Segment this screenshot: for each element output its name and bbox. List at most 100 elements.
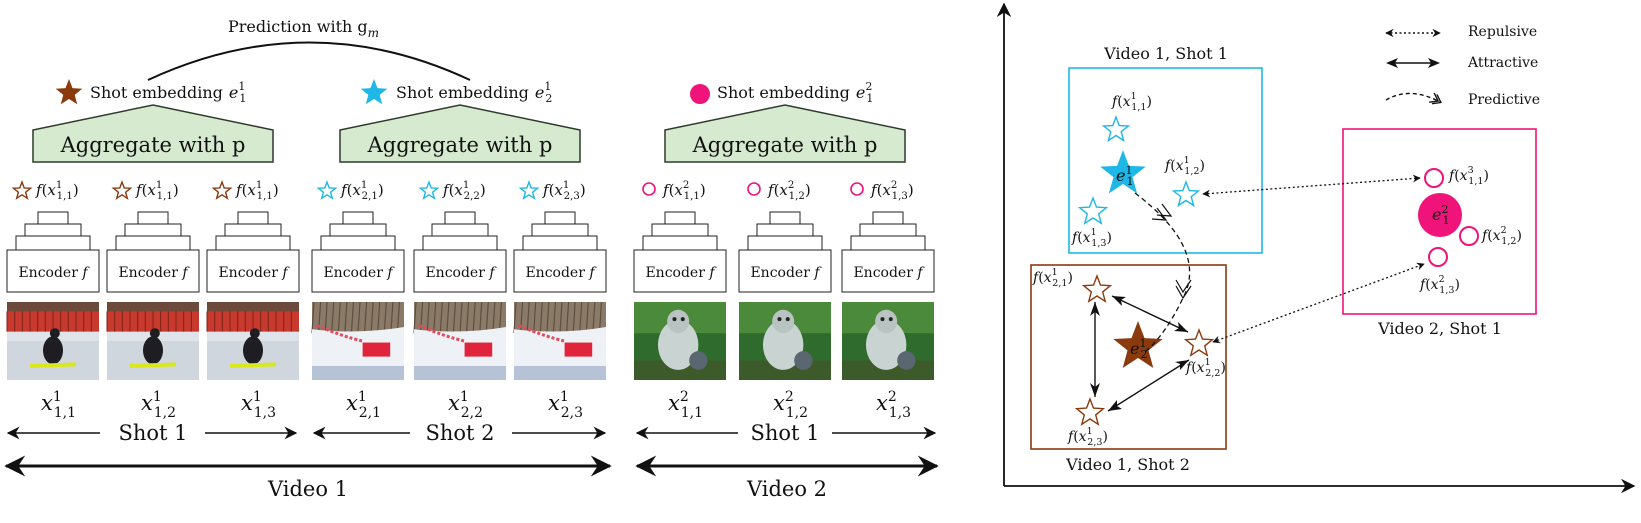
svg-text:Aggregate with p: Aggregate with p [692,133,878,157]
predictive-chevron [1175,279,1192,300]
video-range-2: Video 2 [635,455,939,501]
video-frame-thumbnail [106,302,199,380]
box-video1-shot1: Video 1, Shot 1 [1068,44,1263,254]
prediction-arc [147,41,471,81]
star-icon [1077,196,1109,225]
svg-text:Shot 2: Shot 2 [425,421,494,445]
circle-icon [747,182,761,196]
star-icon [1081,274,1113,303]
encoder-block: Encoder f [311,211,405,293]
encoder-block: Encoder f [513,211,607,293]
star-icon [1183,328,1215,357]
video-frame-thumbnail [6,302,99,380]
encoder-label: Encoder f [118,265,190,281]
video-frame-thumbnail [842,302,934,380]
legend: Repulsive Attractive Predictive [1385,24,1540,108]
video-frame-thumbnail [206,302,299,380]
encoder-label: Encoder f [218,265,290,281]
shot-range-2: Shot 2 [312,421,607,445]
star-icon [418,179,440,200]
svg-text:Predictive: Predictive [1468,92,1540,108]
star-icon [55,79,83,105]
repulsive-link [1202,174,1421,198]
svg-text:Video 1, Shot 2: Video 1, Shot 2 [1065,455,1190,474]
circle-icon [1418,193,1462,237]
encoder-block: Encoder f [206,211,300,293]
video-frame-thumbnail [513,301,606,380]
axes [996,2,1636,494]
svg-text:Shot 1: Shot 1 [750,421,819,445]
svg-text:Video 1, Shot 1: Video 1, Shot 1 [1103,44,1228,63]
encoder-label: Encoder f [853,265,925,281]
svg-text:Shot 1: Shot 1 [118,421,187,445]
svg-text:Video 2, Shot 1: Video 2, Shot 1 [1377,319,1502,338]
circle-icon [850,182,864,196]
circle-icon [642,182,656,196]
prediction-label: Prediction with gm [228,17,379,40]
encoder-label: Encoder f [525,265,597,281]
legend-repulsive: Repulsive [1385,24,1537,40]
star-icon [1171,179,1201,208]
star-icon [111,179,133,200]
encoder-block: Encoder f [106,211,200,293]
star-icon [1100,150,1146,194]
shot-range-1: Shot 1 [6,421,298,445]
star-icon [1101,114,1131,143]
box-video1-shot2: Video 1, Shot 2 [1030,264,1227,474]
relations [1090,174,1425,412]
encoder-block: Encoder f [6,211,100,293]
svg-text:Aggregate with p: Aggregate with p [60,133,246,157]
attractive-link [1111,295,1189,333]
aggregate-block-2: Aggregate with p [339,104,581,163]
repulsive-link [1212,262,1425,344]
encoder-label: Encoder f [323,265,395,281]
star-icon [211,179,233,200]
svg-text:Repulsive: Repulsive [1468,24,1537,40]
svg-text:Aggregate with p: Aggregate with p [367,133,553,157]
legend-attractive: Attractive [1386,55,1538,71]
star-icon [360,79,388,105]
video-frame-thumbnail [311,301,404,380]
encoder-label: Encoder f [645,265,717,281]
svg-text:Video 2: Video 2 [746,477,827,501]
encoder-label: Encoder f [18,265,90,281]
svg-text:Video 1: Video 1 [267,477,348,501]
star-icon [1074,397,1106,426]
